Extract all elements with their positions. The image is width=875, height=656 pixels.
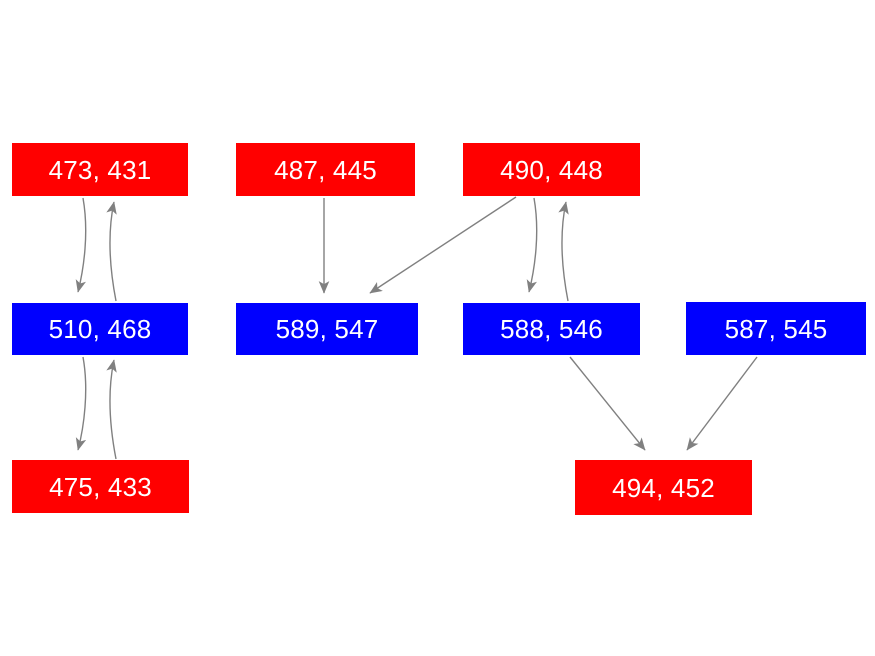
edge-490448-to-588546 xyxy=(526,197,538,293)
node-588-546[interactable]: 588, 546 xyxy=(463,303,640,355)
node-label: 494, 452 xyxy=(612,472,715,503)
node-589-547[interactable]: 589, 547 xyxy=(236,303,418,355)
node-510-468[interactable]: 510, 468 xyxy=(12,303,188,355)
node-label: 510, 468 xyxy=(48,314,152,344)
node-label: 587, 545 xyxy=(724,313,828,344)
edge-490448-to-589547 xyxy=(369,196,517,294)
edge-510468-to-473431 xyxy=(106,201,117,302)
node-label: 490, 448 xyxy=(500,154,603,185)
node-487-445[interactable]: 487, 445 xyxy=(236,143,415,196)
node-label: 487, 445 xyxy=(274,154,377,185)
node-label: 588, 546 xyxy=(500,314,603,344)
edge-473431-to-510468 xyxy=(75,197,87,293)
node-label: 475, 433 xyxy=(49,471,152,502)
node-587-545[interactable]: 587, 545 xyxy=(686,302,866,355)
node-490-448[interactable]: 490, 448 xyxy=(463,143,640,196)
edge-587545-to-494452 xyxy=(686,356,758,451)
edge-475433-to-510468 xyxy=(106,359,117,460)
node-473-431[interactable]: 473, 431 xyxy=(12,143,188,196)
edge-588546-to-490448 xyxy=(558,201,569,302)
node-label: 589, 547 xyxy=(275,314,379,344)
node-label: 473, 431 xyxy=(48,154,152,185)
edge-510468-to-475433 xyxy=(75,356,87,451)
node-475-433[interactable]: 475, 433 xyxy=(12,460,189,513)
node-494-452[interactable]: 494, 452 xyxy=(575,460,752,515)
edge-588546-to-494452 xyxy=(569,356,646,451)
